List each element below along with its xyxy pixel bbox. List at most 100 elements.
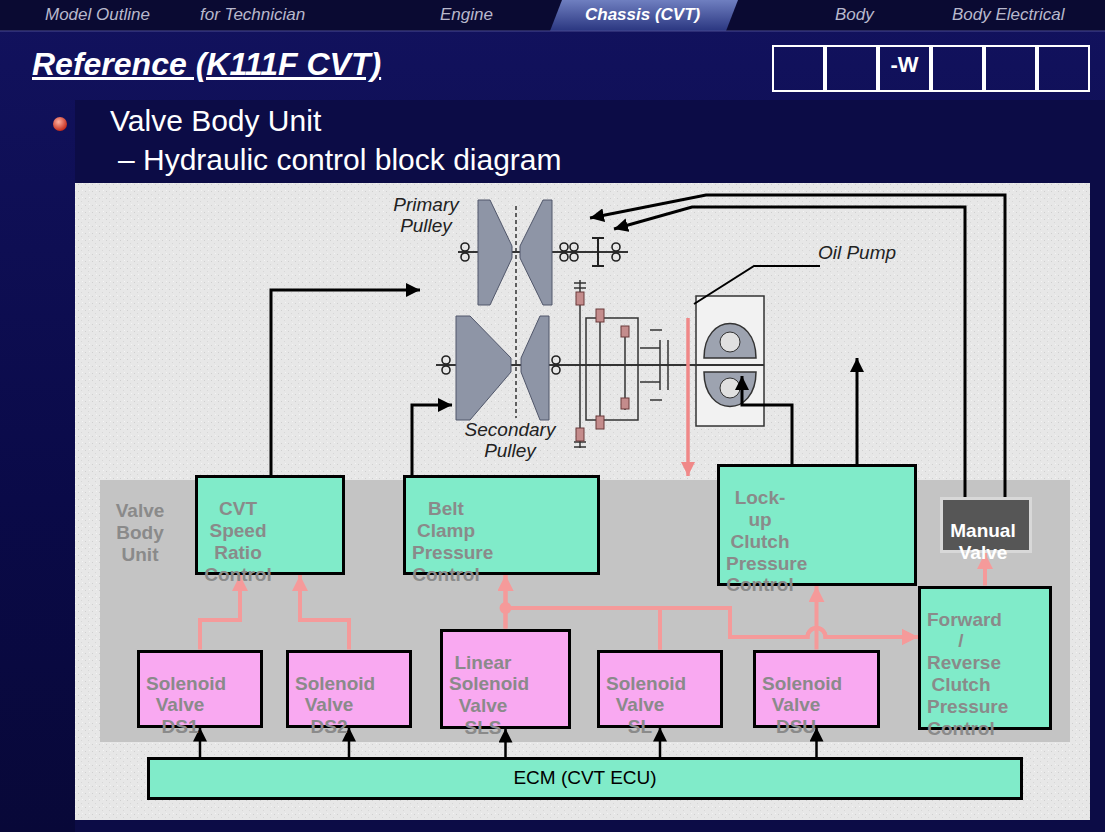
nav-tab: Body xyxy=(835,5,874,25)
nav-tab: Body Electrical xyxy=(952,5,1064,25)
box-text: Forward / Reverse Clutch Pressure Contro… xyxy=(927,609,995,740)
gear-train xyxy=(574,280,668,448)
box-text: Valve Body Unit xyxy=(106,500,174,566)
drawing-circle xyxy=(442,366,450,374)
box-text: Belt Clamp Pressure Control xyxy=(412,498,480,585)
drawing-circle xyxy=(461,253,469,261)
drawing-polygon xyxy=(520,200,552,305)
box-text: Linear Solenoid Valve SLS xyxy=(449,652,517,739)
sub-heading: – Hydraulic control block diagram xyxy=(118,143,562,177)
valve-body-panel: Valve Body Unit CVT Speed Ratio Control Be… xyxy=(100,480,1070,742)
box-text: Solenoid Valve DS2 xyxy=(295,673,363,739)
drawing-path xyxy=(704,372,756,407)
drawing-line xyxy=(599,318,601,420)
drawing-rect xyxy=(75,183,1090,820)
drawing-line xyxy=(690,364,764,366)
drawing-line xyxy=(686,318,690,476)
drawing-circle xyxy=(552,356,560,364)
drawing-line xyxy=(574,446,586,448)
drawing-line xyxy=(515,206,517,418)
drawing-line xyxy=(659,340,661,390)
drawing-circle xyxy=(720,378,740,398)
drawing-rect xyxy=(0,0,1105,31)
drawing-circle xyxy=(552,366,560,374)
control-box: Belt Clamp Pressure Control xyxy=(403,475,600,575)
signal-line xyxy=(199,728,202,758)
part-name: Secondary Pulley xyxy=(448,420,572,462)
drawing-circle xyxy=(442,356,450,364)
box-text: ECM (CVT ECU) xyxy=(513,767,656,790)
drawing-circle xyxy=(612,253,620,261)
solenoid-box: Solenoid Valve DSU xyxy=(753,650,880,728)
drawing-circle xyxy=(53,117,67,131)
drawing-rect xyxy=(773,46,824,91)
drawing-line xyxy=(650,329,662,331)
drawing-line xyxy=(574,287,586,289)
drawing-polygon xyxy=(478,200,512,305)
box-text: Solenoid Valve DS1 xyxy=(146,673,214,739)
drawing-line xyxy=(650,399,662,401)
drawing-line xyxy=(592,237,604,239)
drawing-path xyxy=(704,324,756,359)
drawing-rect xyxy=(879,46,930,91)
pressure-line xyxy=(660,608,918,650)
drawing-rect xyxy=(932,46,983,91)
nav-tab: Model Outline xyxy=(45,5,150,25)
junction-dot xyxy=(500,602,512,614)
manual-valve-box: Manual Valve xyxy=(940,497,1032,553)
box-text: Solenoid Valve SL xyxy=(606,673,674,739)
drawing-rect xyxy=(596,416,604,429)
drawing-rect xyxy=(621,398,629,409)
part-name: Primary Pulley xyxy=(378,195,474,237)
drawing-g xyxy=(576,292,629,441)
drawing-circle xyxy=(570,253,578,261)
box-text: Manual Valve xyxy=(949,520,1017,564)
drawing-rect xyxy=(586,318,638,420)
solenoid-box: Solenoid Valve DS2 xyxy=(286,650,412,728)
drawing-g xyxy=(461,243,620,261)
drawing-rect xyxy=(576,292,584,305)
solenoid-box: Solenoid Valve DS1 xyxy=(137,650,263,728)
signal-line xyxy=(348,728,351,758)
box-text: Solenoid Valve DSU xyxy=(762,673,830,739)
drawing-circle xyxy=(612,243,620,251)
drawing-rect xyxy=(826,46,877,91)
drawing-g xyxy=(442,356,560,374)
page-title: Reference (K111F CVT) xyxy=(32,46,381,83)
drawing-line xyxy=(592,265,604,267)
control-box: Forward / Reverse Clutch Pressure Contro… xyxy=(918,586,1052,730)
page-code: -W xyxy=(879,52,930,78)
pressure-line xyxy=(300,575,349,650)
box-text: CVT Speed Ratio Control xyxy=(204,498,272,585)
control-box: Lock-up Clutch Pressure Control xyxy=(717,464,917,586)
solenoid-box: Solenoid Valve SL xyxy=(597,650,723,728)
drawing-circle xyxy=(570,243,578,251)
drawing-circle xyxy=(461,243,469,251)
drawing-line xyxy=(640,347,660,349)
drawing-rect xyxy=(1038,46,1089,91)
bullet-heading: Valve Body Unit xyxy=(110,104,321,138)
drawing-rect xyxy=(985,46,1036,91)
solenoid-box: Linear Solenoid Valve SLS xyxy=(440,629,571,729)
drawing-line xyxy=(640,381,660,383)
signal-line xyxy=(504,729,507,758)
pressure-line xyxy=(200,575,240,650)
drawing-rect xyxy=(576,428,584,441)
pressure-line xyxy=(815,586,819,650)
drawing-circle xyxy=(560,253,568,261)
drawing-circle xyxy=(560,243,568,251)
control-box: CVT Speed Ratio Control xyxy=(195,475,345,575)
part-name: Oil Pump xyxy=(814,243,900,264)
drawing-rect xyxy=(75,100,1105,832)
signal-line xyxy=(659,728,662,758)
drawing-polygon xyxy=(521,316,549,420)
drawing-rect xyxy=(596,309,604,322)
drawing-g xyxy=(773,46,1089,91)
box-text: Lock-up Clutch Pressure Control xyxy=(726,487,794,596)
drawing-rect xyxy=(621,326,629,337)
drawing-line xyxy=(597,238,599,266)
drawing-line xyxy=(0,31,1105,32)
drawing-polygon xyxy=(550,0,738,31)
drawing-circle xyxy=(720,332,740,352)
